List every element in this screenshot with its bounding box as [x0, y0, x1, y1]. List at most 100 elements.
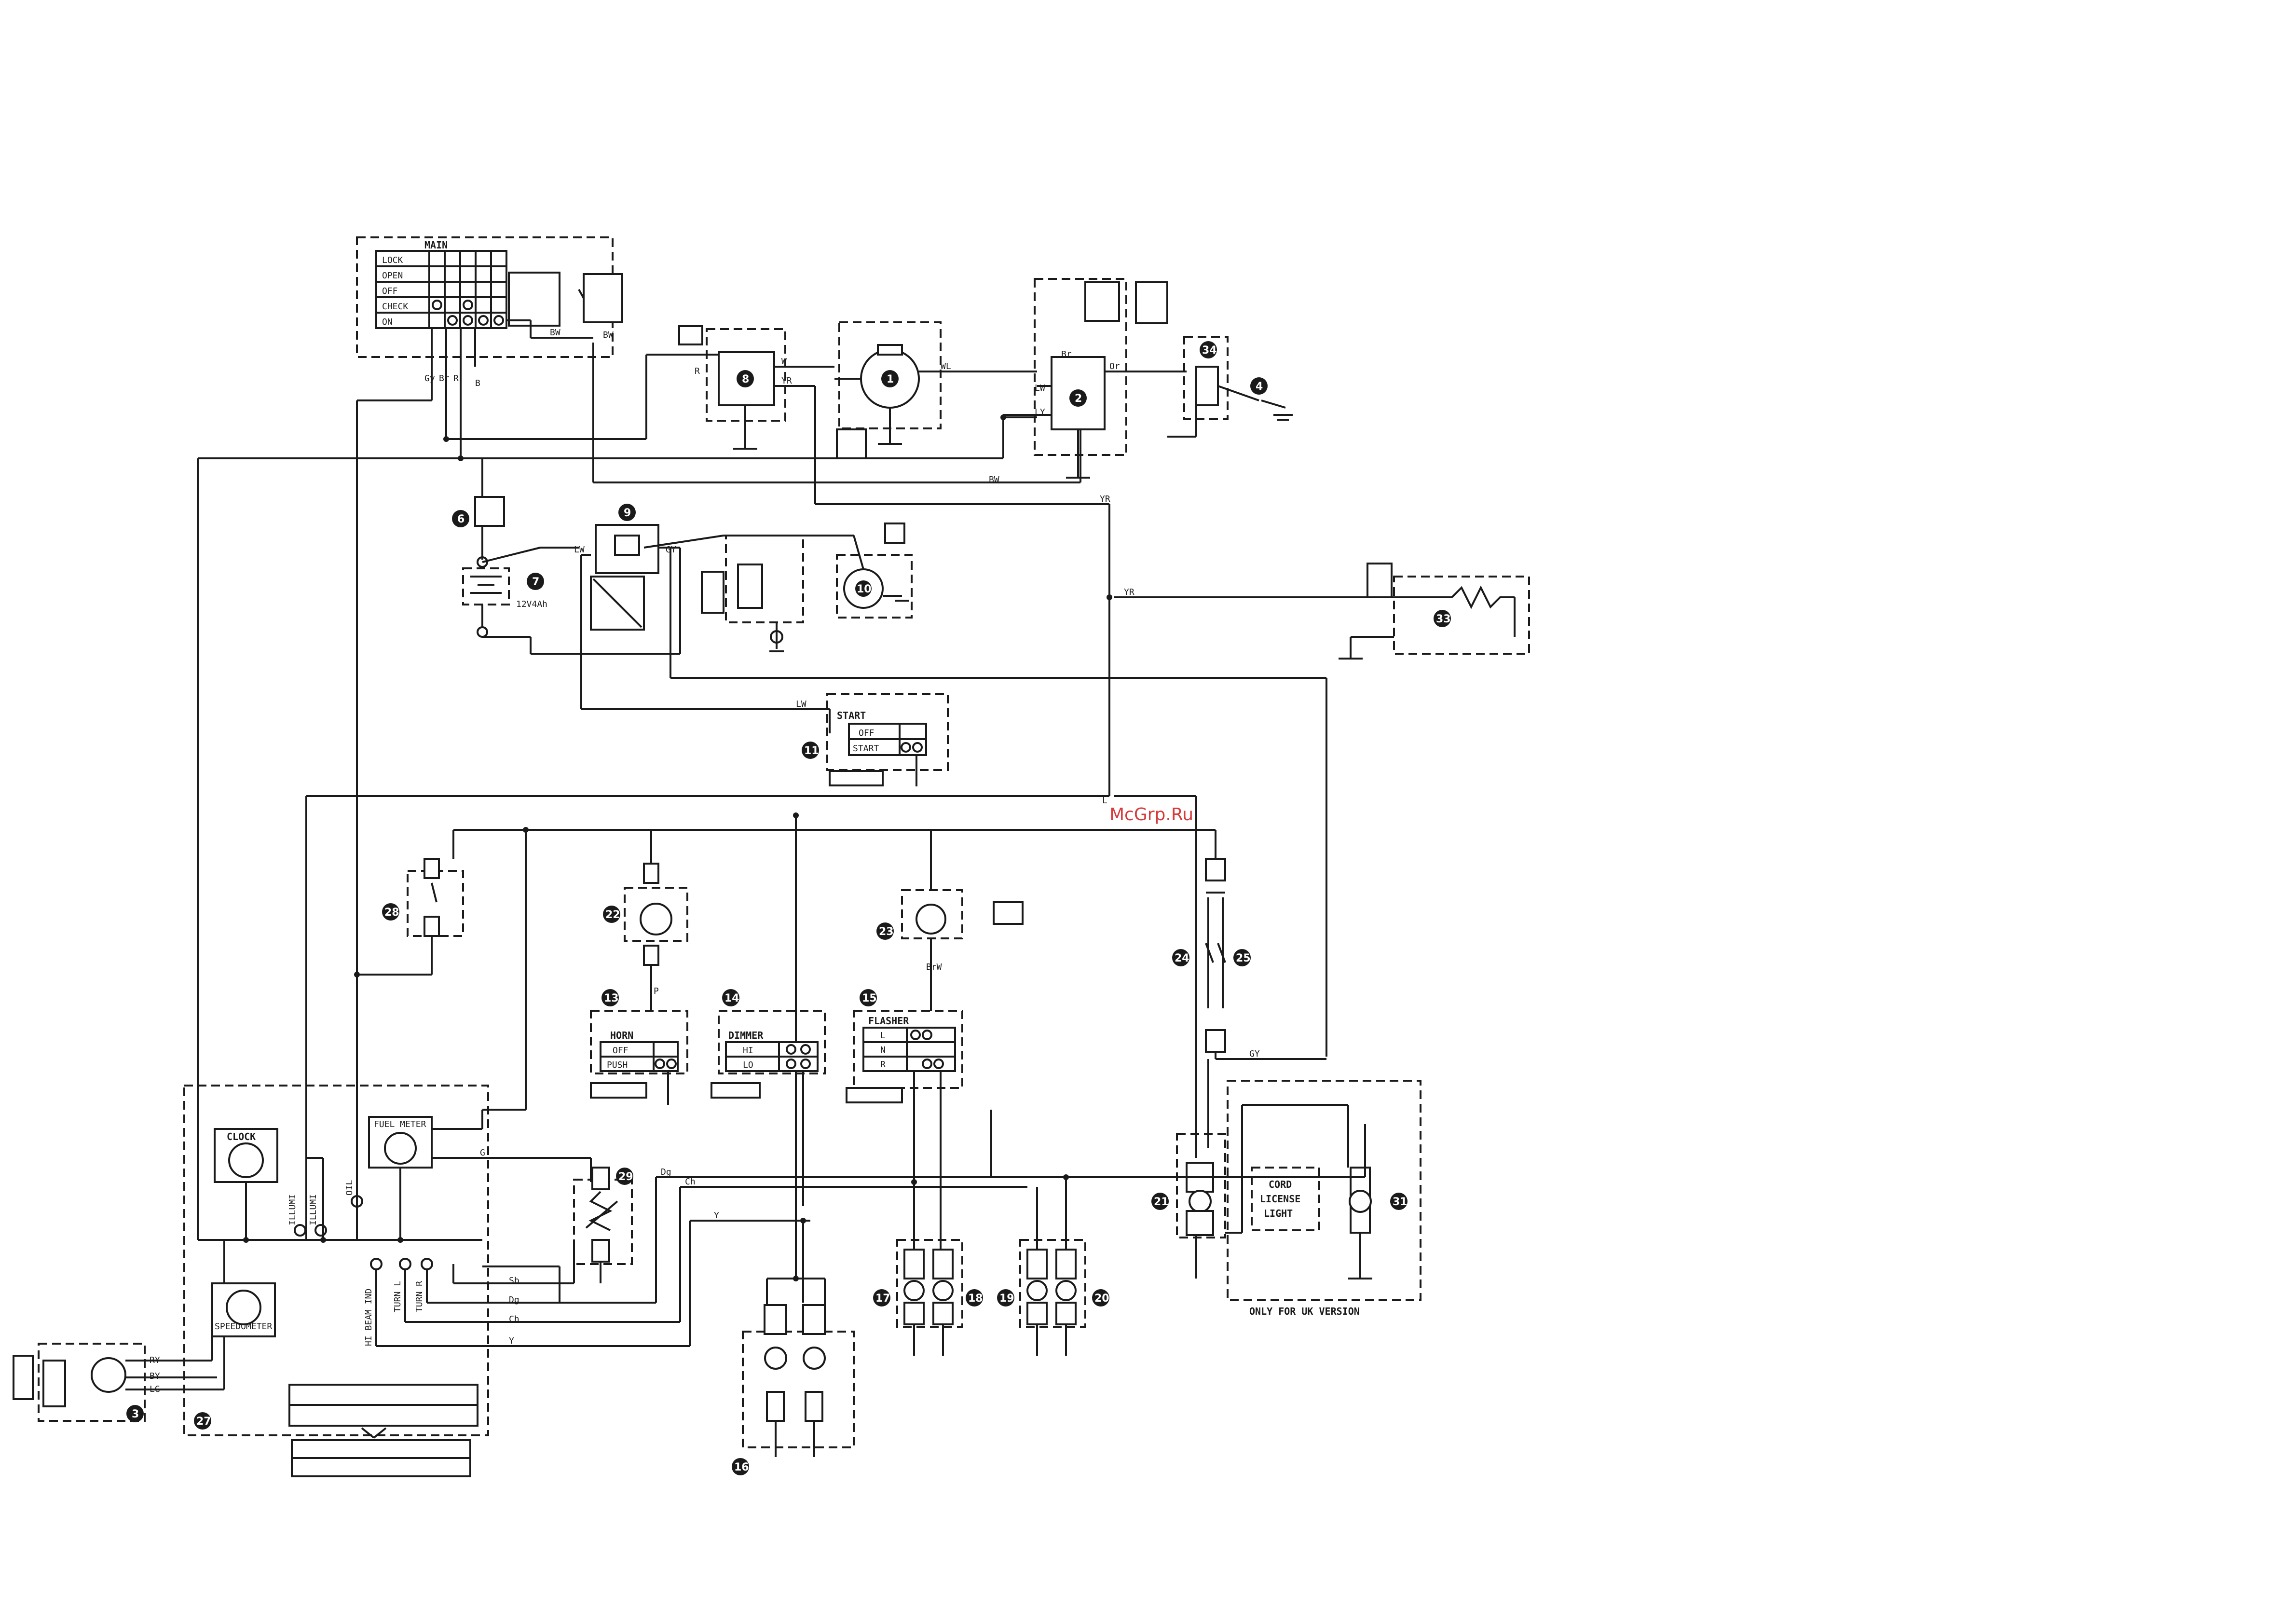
- svg-text:1: 1: [887, 373, 894, 385]
- wire-labels: BW BW BW Gy Br Br R R B W YR YR YR WL LW…: [150, 328, 1260, 1394]
- svg-text:Ch: Ch: [685, 1177, 696, 1187]
- svg-text:LW: LW: [1035, 383, 1045, 393]
- svg-text:14: 14: [724, 992, 739, 1004]
- svg-text:2: 2: [1075, 393, 1082, 405]
- svg-text:YR: YR: [781, 376, 792, 386]
- svg-text:27: 27: [196, 1416, 211, 1428]
- svg-text:25: 25: [1236, 952, 1251, 964]
- svg-text:4: 4: [1256, 381, 1263, 393]
- svg-text:RY: RY: [150, 1355, 160, 1365]
- headlight-flashers: 16 17 18 19 20: [482, 1110, 1366, 1475]
- svg-text:18: 18: [968, 1293, 983, 1305]
- resistor-33: 33: [1114, 563, 1530, 660]
- main-switch-title: MAIN: [424, 239, 448, 251]
- svg-text:LIGHT: LIGHT: [1264, 1208, 1293, 1219]
- svg-text:10: 10: [857, 583, 872, 595]
- svg-text:B: B: [475, 378, 480, 388]
- cord-license-text: CORD: [1269, 1179, 1292, 1190]
- flasher-row-l: L: [880, 1031, 886, 1041]
- svg-text:LW: LW: [574, 545, 585, 555]
- svg-text:YR: YR: [1124, 587, 1134, 597]
- main-row-check: CHECK: [382, 302, 408, 312]
- flasher: 23 FLASHER L N R 15: [846, 830, 1024, 1182]
- horn-switch-title: HORN: [610, 1030, 633, 1041]
- svg-text:LG: LG: [150, 1384, 160, 1394]
- svg-text:LW: LW: [796, 699, 806, 709]
- svg-text:7: 7: [532, 576, 539, 588]
- svg-text:9: 9: [624, 507, 631, 519]
- dimmer-row-lo: LO: [743, 1060, 753, 1070]
- svg-text:34: 34: [1202, 344, 1217, 357]
- svg-text:Br: Br: [1061, 349, 1072, 359]
- center-riser: [305, 507, 1216, 1240]
- svg-text:Br: Br: [439, 373, 450, 384]
- svg-text:Sb: Sb: [509, 1276, 519, 1286]
- rectifier: 8: [678, 325, 1110, 507]
- ground-symbols: [769, 414, 1293, 652]
- svg-text:BrW: BrW: [926, 962, 942, 972]
- left-sensor: 3: [13, 1336, 225, 1422]
- svg-text:Ch: Ch: [509, 1314, 519, 1324]
- svg-text:6: 6: [457, 513, 465, 525]
- svg-text:Gy: Gy: [424, 373, 435, 384]
- svg-text:20: 20: [1094, 1293, 1109, 1305]
- svg-text:21: 21: [1154, 1196, 1169, 1208]
- svg-text:P: P: [654, 986, 659, 996]
- horn-row-push: PUSH: [607, 1060, 628, 1070]
- main-switch: MAIN LOCK OPEN OFF CHECK ON: [356, 236, 623, 358]
- uk-only-label: ONLY FOR UK VERSION: [1249, 1306, 1360, 1317]
- watermark: McGrp.Ru: [1109, 805, 1193, 825]
- dimmer-switch-title: DIMMER: [728, 1030, 764, 1041]
- start-switch: START OFF START 11: [802, 693, 949, 786]
- main-switch-wires: [356, 319, 1081, 975]
- svg-text:R: R: [695, 366, 700, 376]
- svg-text:15: 15: [862, 992, 877, 1004]
- dimmer-row-hi: HI: [743, 1045, 753, 1056]
- svg-text:WL: WL: [941, 361, 951, 371]
- svg-text:Or: Or: [1109, 361, 1120, 371]
- fuel-meter-label: FUEL METER: [374, 1119, 426, 1129]
- svg-text:GY: GY: [666, 545, 676, 555]
- flasher-row-n: N: [880, 1045, 886, 1055]
- main-row-open: OPEN: [382, 271, 403, 281]
- starter-relay: 9: [530, 504, 1327, 1057]
- svg-text:13: 13: [604, 992, 619, 1004]
- flasher-row-r: R: [880, 1059, 886, 1070]
- start-switch-title: START: [837, 710, 866, 721]
- svg-text:BW: BW: [550, 328, 560, 338]
- speedometer-label: SPEEDOMETER: [215, 1321, 272, 1332]
- svg-text:8: 8: [742, 373, 749, 385]
- start-row-start: START: [853, 743, 879, 754]
- svg-text:R: R: [453, 373, 459, 384]
- svg-text:28: 28: [384, 907, 399, 919]
- svg-text:29: 29: [618, 1171, 633, 1183]
- main-row-lock: LOCK: [382, 255, 403, 265]
- meter-assembly: CLOCK FUEL METER SPEEDOMETER 27 ILLUMI I…: [183, 975, 690, 1477]
- svg-text:BY: BY: [150, 1371, 160, 1381]
- hi-beam-ind-label: HI BEAM IND: [364, 1289, 374, 1346]
- ignition-coil: 34 4: [1167, 336, 1286, 438]
- starter-motor: 10: [836, 523, 913, 619]
- main-row-on: ON: [382, 317, 393, 327]
- svg-text:LY: LY: [1035, 407, 1045, 417]
- svg-text:GY: GY: [1249, 1049, 1260, 1059]
- horn-row-off: OFF: [613, 1045, 629, 1056]
- svg-text:33: 33: [1436, 613, 1451, 625]
- flasher-switch-title: FLASHER: [868, 1015, 909, 1027]
- svg-text:11: 11: [804, 745, 819, 757]
- svg-text:3: 3: [132, 1408, 139, 1420]
- svg-text:G: G: [480, 1148, 485, 1158]
- svg-text:16: 16: [734, 1461, 749, 1473]
- fuel-sender: 29: [573, 1167, 633, 1283]
- turn-r-label: TURN R: [414, 1281, 424, 1312]
- clock-label: CLOCK: [227, 1131, 256, 1142]
- cdi-unit: 2: [1003, 278, 1187, 479]
- neutral-switch: 28: [357, 830, 464, 976]
- turn-l-label: TURN L: [393, 1281, 403, 1312]
- svg-text:24: 24: [1175, 952, 1189, 964]
- svg-text:BW: BW: [989, 475, 999, 485]
- svg-text:22: 22: [605, 909, 620, 921]
- svg-text:Y: Y: [714, 1210, 719, 1221]
- svg-text:YR: YR: [1100, 494, 1110, 504]
